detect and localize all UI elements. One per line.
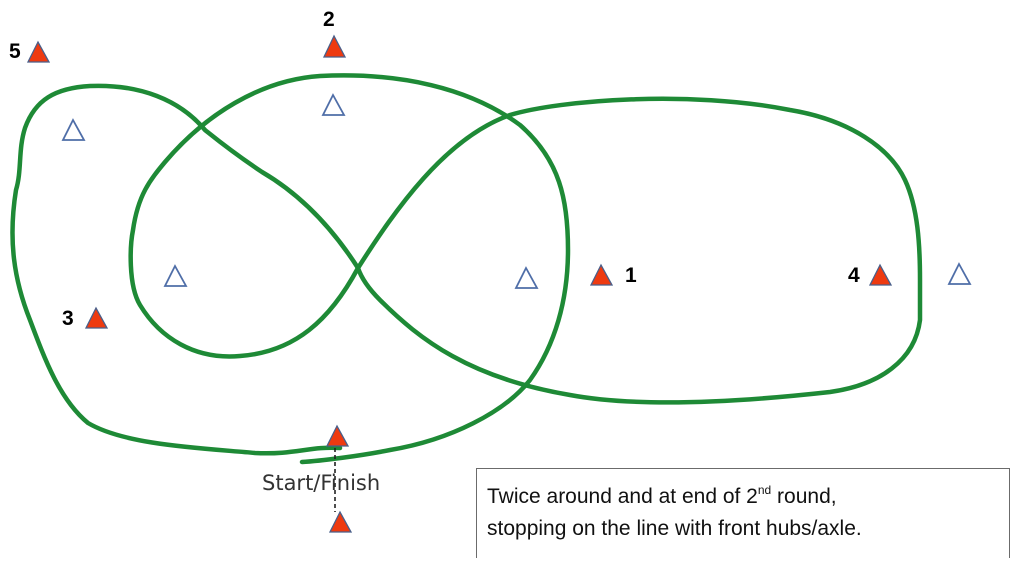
hollow-triangle-marker — [163, 264, 188, 287]
hollow-triangle-marker — [321, 93, 346, 116]
marker-2-triangle — [322, 34, 347, 58]
instruction-line-1-suffix: round, — [771, 485, 837, 508]
start-finish-marker-bottom — [328, 510, 353, 533]
hollow-triangle-marker — [514, 266, 539, 289]
instruction-line-2: stopping on the line with front hubs/axl… — [487, 517, 862, 540]
course-right-loop — [355, 96, 923, 405]
hollow-triangle-marker — [61, 118, 86, 141]
marker-3-triangle — [84, 306, 109, 329]
instruction-box: Twice around and at end of 2nd round, st… — [476, 468, 1010, 558]
marker-1-label: 1 — [625, 264, 637, 287]
instruction-line-1-prefix: Twice around and at end of 2 — [487, 485, 758, 508]
start-finish-label: Start/Finish — [262, 471, 380, 495]
course-left-loop — [10, 83, 361, 456]
marker-1-triangle — [589, 263, 614, 286]
marker-4-label: 4 — [848, 264, 860, 287]
ordinal-suffix: nd — [757, 483, 772, 497]
marker-2-label: 2 — [323, 8, 335, 31]
marker-3-label: 3 — [62, 307, 74, 330]
start-finish-marker-top — [325, 424, 350, 447]
course-inner-oval — [128, 73, 571, 465]
marker-5-label: 5 — [9, 40, 21, 63]
marker-4-triangle — [868, 263, 893, 286]
instruction-line-1: Twice around and at end of 2nd round, — [487, 481, 1009, 513]
marker-5-triangle — [26, 40, 51, 63]
hollow-triangle-marker — [947, 262, 972, 285]
